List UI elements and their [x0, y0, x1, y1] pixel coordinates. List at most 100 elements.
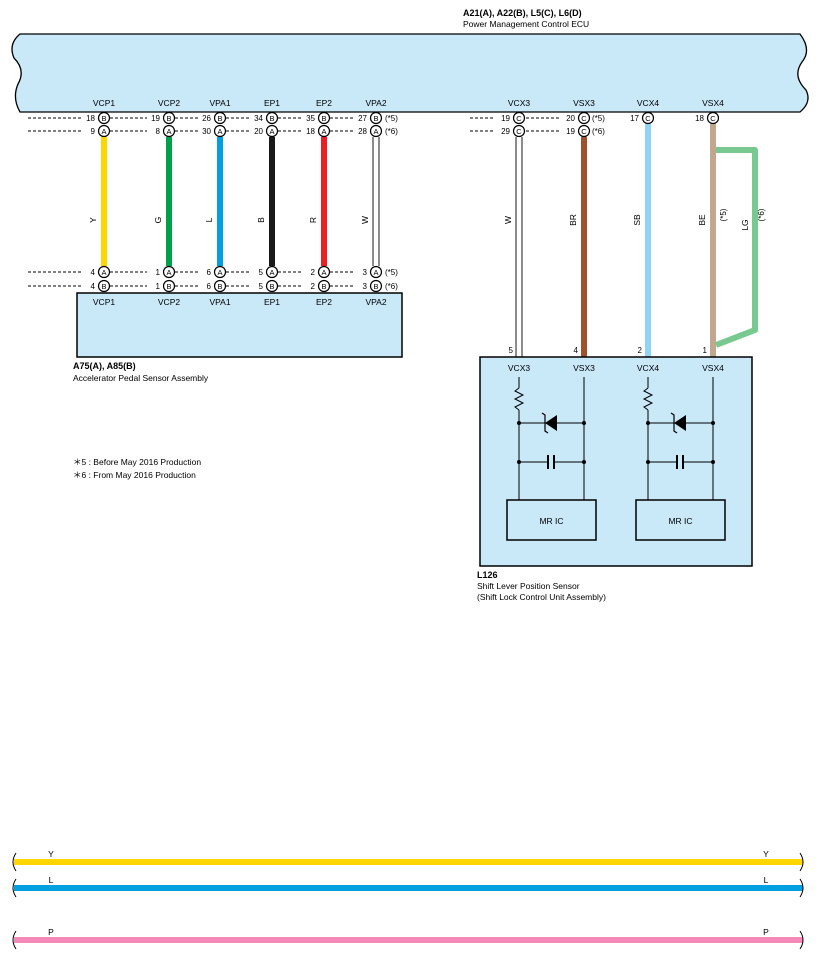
ecu-pin-label: VCX4 — [637, 98, 659, 108]
variant-tag-be: (*5) — [719, 208, 728, 221]
ecu-conn-letter: B — [269, 114, 274, 123]
ecu-conn-letter: A — [217, 127, 222, 136]
sensor-terminal-number: 2 — [638, 346, 643, 355]
bus-break-right — [799, 878, 804, 898]
bus-label-left: Y — [48, 849, 54, 859]
junction-dot — [517, 460, 521, 464]
bus-label-right: L — [764, 875, 769, 885]
pedal-pin-label: VPA1 — [209, 297, 230, 307]
ecu-terminal-number: 18 — [86, 114, 95, 123]
pedal-conn-letter: B — [321, 282, 326, 291]
ecu-conn-letter: C — [581, 114, 587, 123]
pedal-pin-label: EP1 — [264, 297, 280, 307]
pedal-connector-codes: A75(A), A85(B) — [73, 361, 136, 371]
pedal-conn-letter: B — [269, 282, 274, 291]
pedal-terminal-number: 1 — [156, 268, 161, 277]
pedal-sensor-box — [76, 292, 403, 358]
variant-tag: (*6) — [592, 127, 605, 136]
zener-bar — [670, 412, 678, 434]
note-5: ＊5 : Before May 2016 Production — [73, 457, 201, 467]
junction-dot — [711, 421, 715, 425]
ecu-terminal-number: 20 — [254, 127, 263, 136]
pedal-terminal-number: 1 — [156, 282, 161, 291]
ecu-conn-ring — [512, 111, 526, 125]
ecu-conn-ring — [317, 124, 331, 138]
ecu-terminal-number: 29 — [501, 127, 510, 136]
junction-dot — [582, 421, 586, 425]
shift-subname: (Shift Lock Control Unit Assembly) — [477, 592, 606, 602]
pedal-pin-label: VPA2 — [365, 297, 386, 307]
pedal-name: Accelerator Pedal Sensor Assembly — [73, 373, 209, 383]
ecu-pin-label: VSX4 — [702, 98, 724, 108]
bus-break-right — [799, 852, 804, 872]
ecu-conn-ring — [706, 111, 720, 125]
ecu-conn-ring — [97, 124, 111, 138]
sensor-terminal-number: 5 — [509, 346, 514, 355]
pedal-terminal-number: 5 — [259, 282, 264, 291]
shift-name: Shift Lever Position Sensor — [477, 581, 580, 591]
pedal-terminal-number: 6 — [207, 268, 212, 277]
mr-ic-box — [506, 499, 597, 541]
pedal-terminal-number: 2 — [311, 282, 316, 291]
ecu-terminal-number: 8 — [156, 127, 161, 136]
ecu-conn-letter: C — [710, 114, 716, 123]
ecu-terminal-number: 20 — [566, 114, 575, 123]
wire-color-label: L — [204, 217, 214, 222]
pedal-conn-letter: B — [166, 282, 171, 291]
pedal-conn-ring — [265, 279, 279, 293]
ecu-pin-label: EP1 — [264, 98, 280, 108]
pedal-terminal-number: 3 — [363, 282, 368, 291]
ecu-conn-letter: A — [373, 127, 378, 136]
bus-label-right: Y — [763, 849, 769, 859]
bus-break-left — [12, 878, 17, 898]
ecu-terminal-number: 9 — [91, 127, 96, 136]
variant-tag: (*6) — [385, 127, 398, 136]
junction-dot — [646, 460, 650, 464]
shift-pin-label: VCX3 — [508, 363, 530, 373]
wire-lg-alt — [714, 147, 758, 348]
pedal-conn-ring — [97, 279, 111, 293]
ecu-conn-letter: C — [581, 127, 587, 136]
ecu-conn-letter: C — [516, 127, 522, 136]
pedal-terminal-number: 3 — [363, 268, 368, 277]
wire-color-label: W — [360, 216, 370, 224]
pedal-conn-ring — [317, 279, 331, 293]
pedal-terminal-number: 4 — [91, 268, 96, 277]
zener-diode-icon — [545, 415, 557, 431]
shift-connector-code: L126 — [477, 570, 498, 580]
ecu-conn-ring — [577, 124, 591, 138]
pedal-conn-letter: B — [101, 282, 106, 291]
ecu-terminal-number: 19 — [566, 127, 575, 136]
ecu-conn-ring — [369, 111, 383, 125]
ecu-conn-letter: A — [321, 127, 326, 136]
pedal-conn-letter: B — [373, 282, 378, 291]
ecu-conn-letter: C — [516, 114, 522, 123]
shift-pin-label: VSX3 — [573, 363, 595, 373]
pedal-conn-letter: A — [269, 268, 274, 277]
pedal-conn-ring — [317, 265, 331, 279]
wire-color-label: W — [503, 216, 513, 224]
ecu-conn-ring — [213, 124, 227, 138]
ecu-pin-label: VPA2 — [365, 98, 386, 108]
wire-color-label: R — [308, 217, 318, 223]
pedal-pin-label: VCP2 — [158, 297, 180, 307]
pedal-conn-ring — [162, 265, 176, 279]
pedal-conn-ring — [162, 279, 176, 293]
pedal-conn-ring — [213, 279, 227, 293]
mr-ic-label: MR IC — [668, 516, 692, 526]
ecu-conn-letter: B — [373, 114, 378, 123]
ecu-terminal-number: 18 — [306, 127, 315, 136]
ecu-terminal-number: 19 — [501, 114, 510, 123]
ecu-conn-ring — [162, 124, 176, 138]
ecu-conn-letter: C — [645, 114, 651, 123]
pedal-conn-letter: A — [166, 268, 171, 277]
junction-dot — [582, 460, 586, 464]
junction-dot — [711, 460, 715, 464]
pedal-conn-letter: A — [101, 268, 106, 277]
bus-break-left — [12, 852, 17, 872]
wire-color-label: G — [153, 217, 163, 224]
